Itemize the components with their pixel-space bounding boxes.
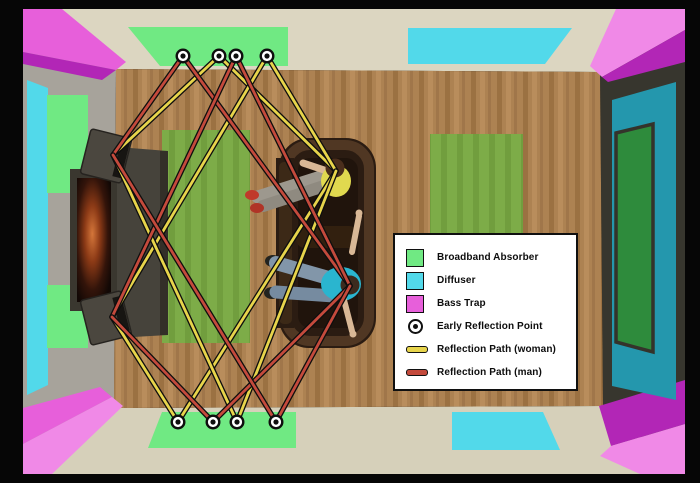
legend-label: Reflection Path (man) <box>437 367 542 378</box>
legend-item: Early Reflection Point <box>406 315 568 338</box>
diffuser-panel-bottom-wall <box>452 412 560 450</box>
legend-swatch-path_man <box>406 369 428 376</box>
listener-woman <box>245 158 351 213</box>
legend-item: Broadband Absorber <box>406 246 568 269</box>
absorber-panel-right-wall <box>614 121 655 355</box>
legend-swatch-bass_trap <box>406 294 424 313</box>
early-reflection-points <box>170 48 284 430</box>
early-reflection-point-icon <box>170 414 186 430</box>
legend-swatch-absorber <box>406 248 424 267</box>
legend-item: Reflection Path (woman) <box>406 338 568 361</box>
early-reflection-point-icon <box>175 48 191 64</box>
absorber-panel-top-wall <box>128 27 288 66</box>
early-reflection-point-icon <box>229 414 245 430</box>
early-reflection-point-icon <box>268 414 284 430</box>
legend-label: Bass Trap <box>437 298 486 309</box>
legend-item: Bass Trap <box>406 292 568 315</box>
bass-trap-bottom-left <box>23 387 123 474</box>
bass-trap-top-right <box>590 9 685 82</box>
legend-item: Diffuser <box>406 269 568 292</box>
early-reflection-point-icon <box>259 48 275 64</box>
bottom-wall <box>23 406 685 474</box>
legend-swatch-path_woman <box>406 346 428 353</box>
legend-item: Reflection Path (man) <box>406 361 568 384</box>
legend-swatch-diffuser <box>406 271 424 290</box>
legend-label: Diffuser <box>437 275 476 286</box>
tv-screen <box>77 178 111 302</box>
early-reflection-point-icon <box>211 48 227 64</box>
listener-man <box>264 209 363 338</box>
diffuser-panel-left-wall <box>27 80 48 395</box>
legend-label: Broadband Absorber <box>437 252 539 263</box>
early-reflection-point-icon <box>408 319 423 334</box>
diffuser-panel-top-wall <box>408 28 572 64</box>
legend-label: Reflection Path (woman) <box>437 344 556 355</box>
bass-trap-top-left <box>23 9 126 80</box>
legend-label: Early Reflection Point <box>437 321 543 332</box>
early-reflection-point-icon <box>228 48 244 64</box>
early-reflection-point-icon <box>205 414 221 430</box>
